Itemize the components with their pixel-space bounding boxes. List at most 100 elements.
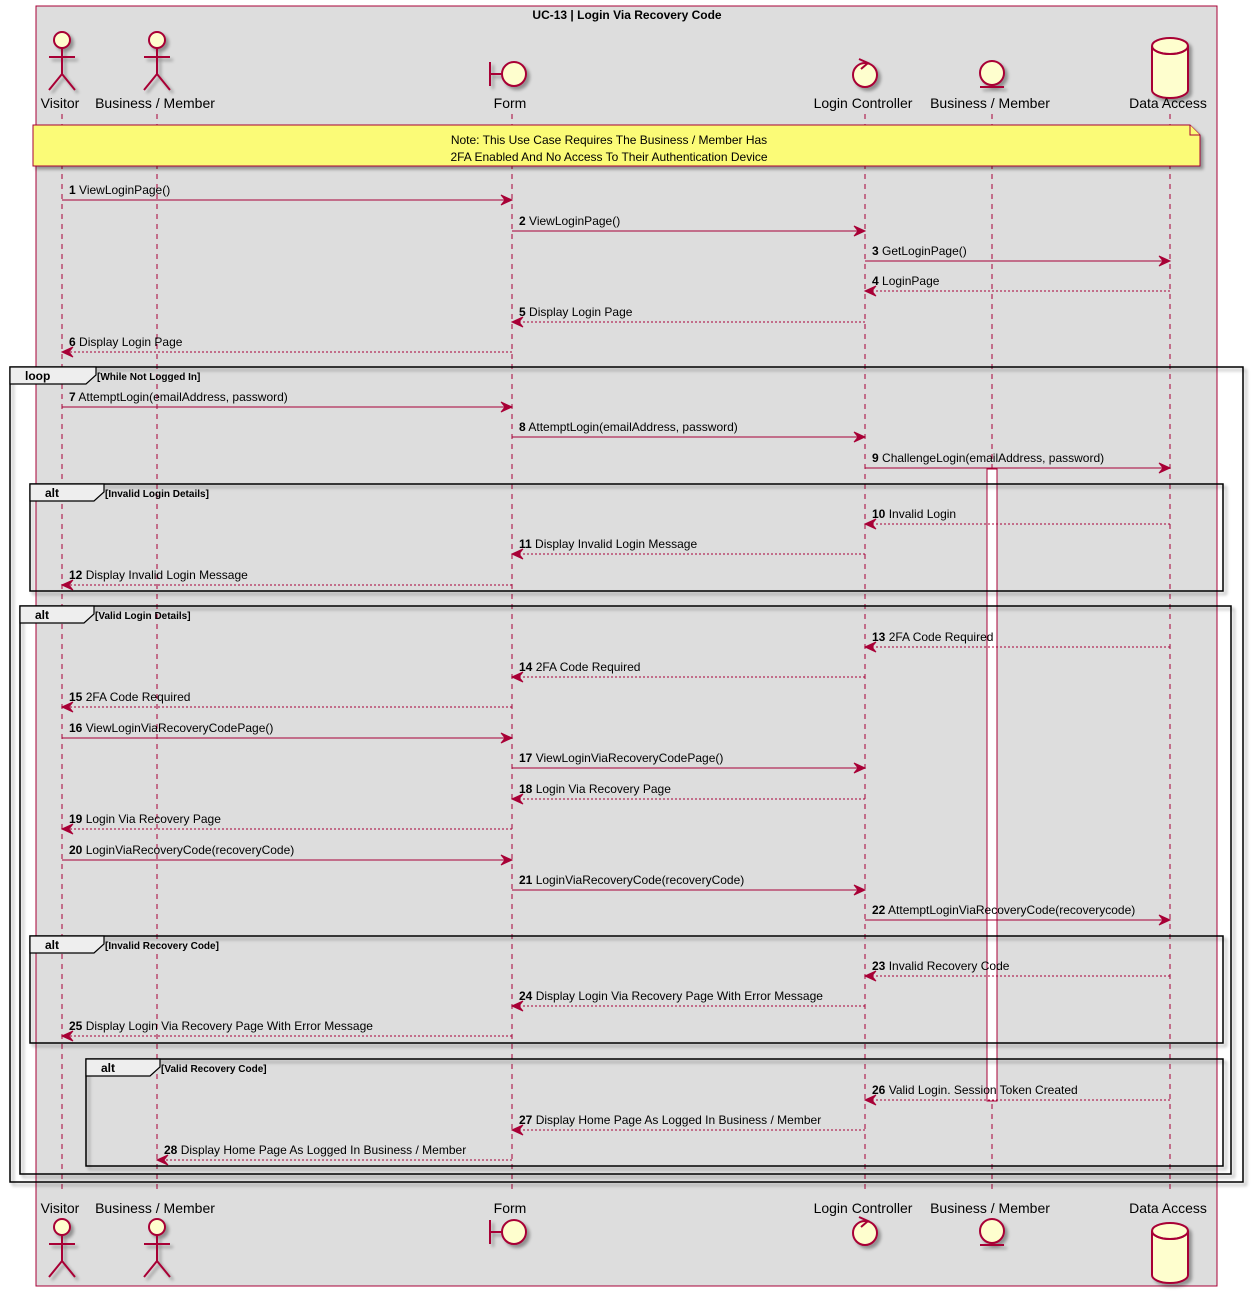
message-arrowhead — [853, 762, 867, 774]
message-number: 28 — [164, 1143, 178, 1157]
message-number: 17 — [519, 751, 533, 765]
participant-visitor-bottom: Visitor — [41, 1200, 80, 1278]
message-text: Login Via Recovery Page — [86, 812, 222, 826]
message-label: 14 2FA Code Required — [519, 660, 640, 674]
entity-icon — [979, 60, 1005, 88]
message-number: 27 — [519, 1113, 533, 1127]
message-text: ViewLoginPage() — [529, 214, 620, 228]
message-label: 1 ViewLoginPage() — [69, 183, 170, 197]
message-arrowhead — [500, 194, 514, 206]
participant-label: Data Access — [1129, 95, 1207, 111]
message-13: 13 2FA Code Required — [863, 630, 1170, 653]
message-label: 16 ViewLoginViaRecoveryCodePage() — [69, 721, 273, 735]
message-label: 7 AttemptLogin(emailAddress, password) — [69, 390, 288, 404]
fragment-keyword: alt — [45, 938, 59, 952]
message-21: 21 LoginViaRecoveryCode(recoveryCode) — [512, 873, 867, 896]
message-label: 3 GetLoginPage() — [872, 244, 967, 258]
message-9: 9 ChallengeLogin(emailAddress, password) — [865, 451, 1172, 474]
note-line: 2FA Enabled And No Access To Their Authe… — [450, 150, 767, 164]
fragment-condition: [While Not Logged In] — [97, 372, 200, 383]
message-number: 13 — [872, 630, 886, 644]
message-4: 4 LoginPage — [863, 274, 1170, 297]
participant-label: Business / Member — [930, 1200, 1050, 1216]
message-label: 6 Display Login Page — [69, 335, 183, 349]
message-20: 20 LoginViaRecoveryCode(recoveryCode) — [62, 843, 514, 866]
message-arrowhead — [1158, 914, 1172, 926]
fragment-frame — [29, 935, 1224, 1044]
participant-label: Visitor — [41, 95, 80, 111]
message-label: 28 Display Home Page As Logged In Busine… — [164, 1143, 466, 1157]
fragment-keyword: alt — [45, 486, 59, 500]
participant-visitor-top: Visitor — [41, 31, 80, 111]
message-16: 16 ViewLoginViaRecoveryCodePage() — [62, 721, 514, 744]
message-label: 9 ChallengeLogin(emailAddress, password) — [872, 451, 1104, 465]
fragment-frame — [9, 366, 1244, 1183]
message-number: 12 — [69, 568, 83, 582]
message-6: 6 Display Login Page — [60, 335, 512, 358]
message-label: 23 Invalid Recovery Code — [872, 959, 1010, 973]
message-arrowhead — [853, 431, 867, 443]
message-number: 24 — [519, 989, 533, 1003]
fragment-tab — [9, 366, 97, 385]
message-arrowhead — [510, 1124, 524, 1136]
message-label: 10 Invalid Login — [872, 507, 956, 521]
message-label: 5 Display Login Page — [519, 305, 633, 319]
participant-form-top: Form — [489, 61, 527, 111]
control-icon — [852, 58, 878, 88]
fragment-condition: [Invalid Recovery Code] — [105, 941, 219, 952]
message-number: 8 — [519, 420, 526, 434]
message-28: 28 Display Home Page As Logged In Busine… — [155, 1143, 512, 1166]
participant-label: Data Access — [1129, 1200, 1207, 1216]
message-number: 9 — [872, 451, 879, 465]
note-corner — [1189, 125, 1200, 136]
participant-label: Business / Member — [95, 1200, 215, 1216]
participant-controller-top: Login Controller — [814, 58, 913, 111]
message-number: 15 — [69, 690, 83, 704]
message-label: 12 Display Invalid Login Message — [69, 568, 248, 582]
message-label: 17 ViewLoginViaRecoveryCodePage() — [519, 751, 723, 765]
fragment-frame — [85, 1058, 1224, 1167]
message-3: 3 GetLoginPage() — [865, 244, 1172, 267]
message-number: 23 — [872, 959, 886, 973]
message-12: 12 Display Invalid Login Message — [60, 568, 512, 591]
message-text: Invalid Login — [889, 507, 956, 521]
message-number: 26 — [872, 1083, 886, 1097]
fragment-frame — [19, 605, 1232, 1175]
fragment-alt-3: alt [Invalid Recovery Code] — [29, 935, 1224, 1044]
participant-bm_entity-top: Business / Member — [930, 60, 1050, 111]
message-text: ViewLoginViaRecoveryCodePage() — [536, 751, 724, 765]
message-number: 21 — [519, 873, 533, 887]
message-arrowhead — [510, 1000, 524, 1012]
message-label: 19 Login Via Recovery Page — [69, 812, 221, 826]
message-24: 24 Display Login Via Recovery Page With … — [510, 989, 865, 1012]
fragment-tab — [19, 605, 95, 624]
participant-data-bottom: Data Access — [1129, 1200, 1207, 1284]
message-text: LoginViaRecoveryCode(recoveryCode) — [536, 873, 745, 887]
activation-bar — [986, 468, 998, 1102]
message-18: 18 Login Via Recovery Page — [510, 782, 865, 805]
participant-label: Business / Member — [930, 95, 1050, 111]
message-text: Display Login Via Recovery Page With Err… — [536, 989, 824, 1003]
note: Note: This Use Case Requires The Busines… — [32, 124, 1201, 167]
message-25: 25 Display Login Via Recovery Page With … — [60, 1019, 512, 1042]
message-arrowhead — [510, 793, 524, 805]
note-body — [32, 124, 1201, 167]
actor-icon — [143, 31, 171, 91]
message-arrowhead — [60, 701, 74, 713]
fragment-condition: [Invalid Login Details] — [105, 489, 209, 500]
participant-label: Form — [494, 1200, 527, 1216]
message-27: 27 Display Home Page As Logged In Busine… — [510, 1113, 865, 1136]
message-arrowhead — [60, 1030, 74, 1042]
participant-form-bottom: Form — [489, 1200, 527, 1245]
message-arrowhead — [60, 579, 74, 591]
message-text: 2FA Code Required — [86, 690, 191, 704]
message-number: 5 — [519, 305, 526, 319]
message-arrowhead — [500, 854, 514, 866]
fragment-frame — [29, 483, 1224, 592]
message-arrowhead — [510, 548, 524, 560]
message-15: 15 2FA Code Required — [60, 690, 512, 713]
message-text: Display Home Page As Logged In Business … — [536, 1113, 821, 1127]
message-text: Display Login Page — [79, 335, 183, 349]
message-8: 8 AttemptLogin(emailAddress, password) — [512, 420, 867, 443]
message-arrowhead — [1158, 255, 1172, 267]
